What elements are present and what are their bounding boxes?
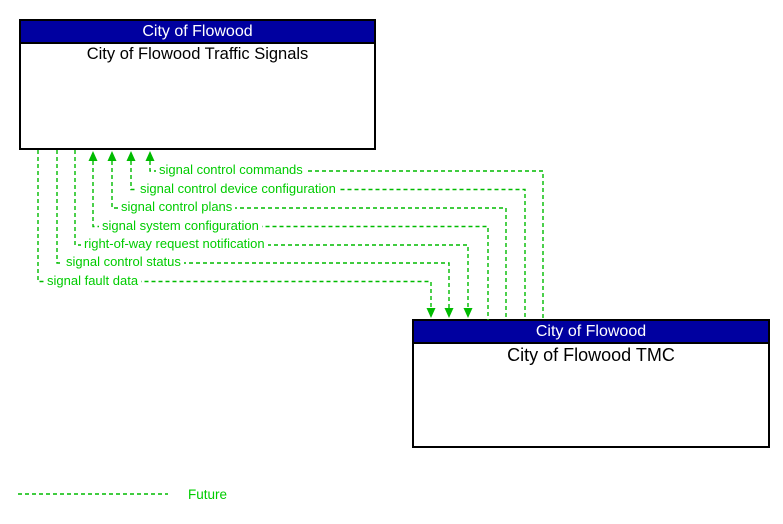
flow-arrowhead-6 bbox=[426, 308, 436, 318]
flow-label-6: signal fault data bbox=[44, 272, 142, 289]
flow-label-2: signal control plans bbox=[118, 199, 236, 215]
flow-arrowhead-4 bbox=[463, 308, 473, 318]
entity-title-traffic-signals: City of Flowood Traffic Signals bbox=[86, 45, 309, 63]
flow-label-4: right-of-way request notification bbox=[81, 236, 268, 252]
legend-dashed-line bbox=[18, 493, 168, 495]
flow-arrowhead-2 bbox=[107, 151, 117, 161]
entity-header-traffic-signals: City of Flowood bbox=[21, 21, 374, 44]
legend-label: Future bbox=[188, 487, 228, 502]
flow-label-0: signal control commands bbox=[156, 162, 306, 178]
flow-arrowhead-0 bbox=[145, 151, 155, 161]
flow-line-0 bbox=[149, 161, 544, 320]
flow-label-3: signal system configuration bbox=[99, 217, 262, 234]
flow-line-2 bbox=[111, 161, 507, 320]
entity-title-tmc: City of Flowood TMC bbox=[507, 345, 675, 365]
flow-label-1: signal control device configuration bbox=[137, 180, 339, 197]
flow-line-4 bbox=[74, 150, 469, 309]
flow-arrowhead-3 bbox=[88, 151, 98, 161]
flow-line-6 bbox=[37, 150, 432, 309]
flow-line-5 bbox=[56, 150, 450, 309]
flow-arrowhead-5 bbox=[444, 308, 454, 318]
entity-header-tmc: City of Flowood bbox=[414, 321, 768, 344]
flow-line-3 bbox=[92, 161, 489, 320]
flow-label-5: signal control status bbox=[63, 254, 184, 270]
flow-arrowhead-1 bbox=[126, 151, 136, 161]
entity-box-tmc: City of Flowood City of Flowood TMC bbox=[412, 319, 770, 448]
entity-box-traffic-signals: City of Flowood City of Flowood Traffic … bbox=[19, 19, 376, 150]
